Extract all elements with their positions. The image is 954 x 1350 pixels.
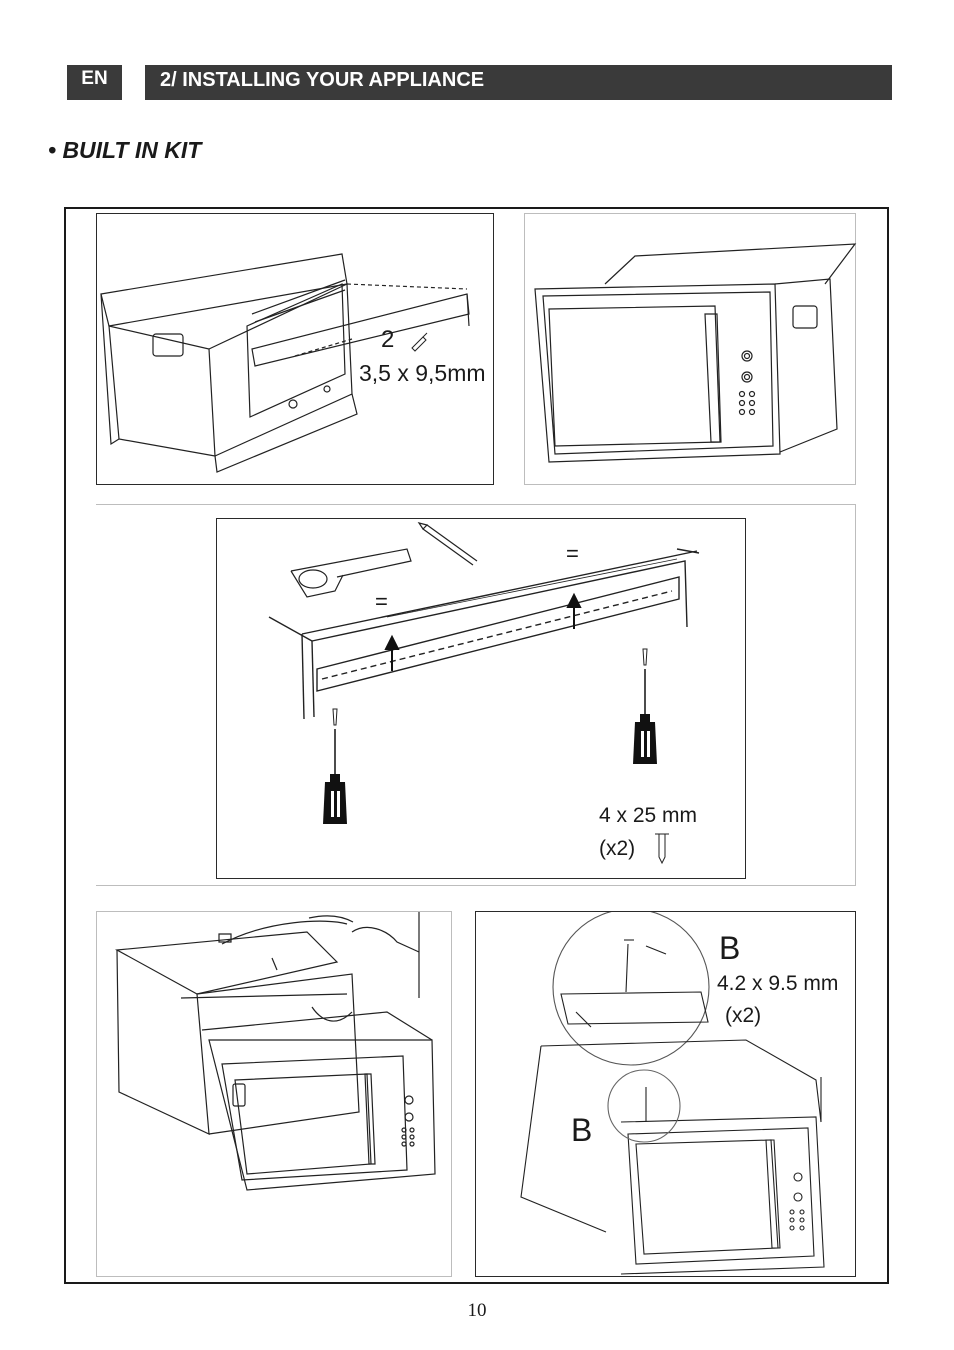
screw-quantity-label: (x2) [725, 1004, 762, 1027]
detail-b-label: B [719, 930, 741, 966]
screw-size-label: 4 x 25 mm [599, 804, 698, 827]
step-installed-appliance-panel [524, 213, 857, 485]
screw-quantity-label: (x2) [599, 837, 636, 860]
screw-icon [411, 332, 428, 352]
callout-b-label: B [571, 1112, 593, 1148]
equal-distance-right-label: = [566, 541, 579, 566]
cabinet-bracket-mount-illustration [268, 522, 700, 865]
step-fix-appliance-panel: B 4.2 x 9.5 mm (x2) B [475, 911, 856, 1277]
equal-distance-left-label: = [375, 589, 388, 614]
page-number: 10 [467, 1300, 487, 1321]
illustration-frame [64, 207, 889, 1284]
section-heading: • BUILT IN KIT [48, 137, 202, 163]
step-bracket-mount-panel: = = 4 x 25 mm (x2) [216, 518, 746, 879]
step-attach-bracket-panel: 2 3,5 x 9,5mm [96, 213, 494, 485]
section-title-bar: 2/ INSTALLING YOUR APPLIANCE [145, 65, 892, 100]
insert-microwave-illustration [115, 912, 436, 1191]
screw-size-label: 4.2 x 9.5 mm [717, 972, 839, 995]
screw-count-label: 2 [381, 326, 395, 353]
step-insert-appliance-panel [96, 911, 452, 1277]
screw-size-label: 3,5 x 9,5mm [359, 360, 486, 386]
appliance-bracket-illustration [100, 253, 470, 473]
language-badge: EN [67, 65, 122, 100]
fix-microwave-illustration [520, 912, 825, 1275]
installed-microwave-illustration [534, 243, 857, 463]
